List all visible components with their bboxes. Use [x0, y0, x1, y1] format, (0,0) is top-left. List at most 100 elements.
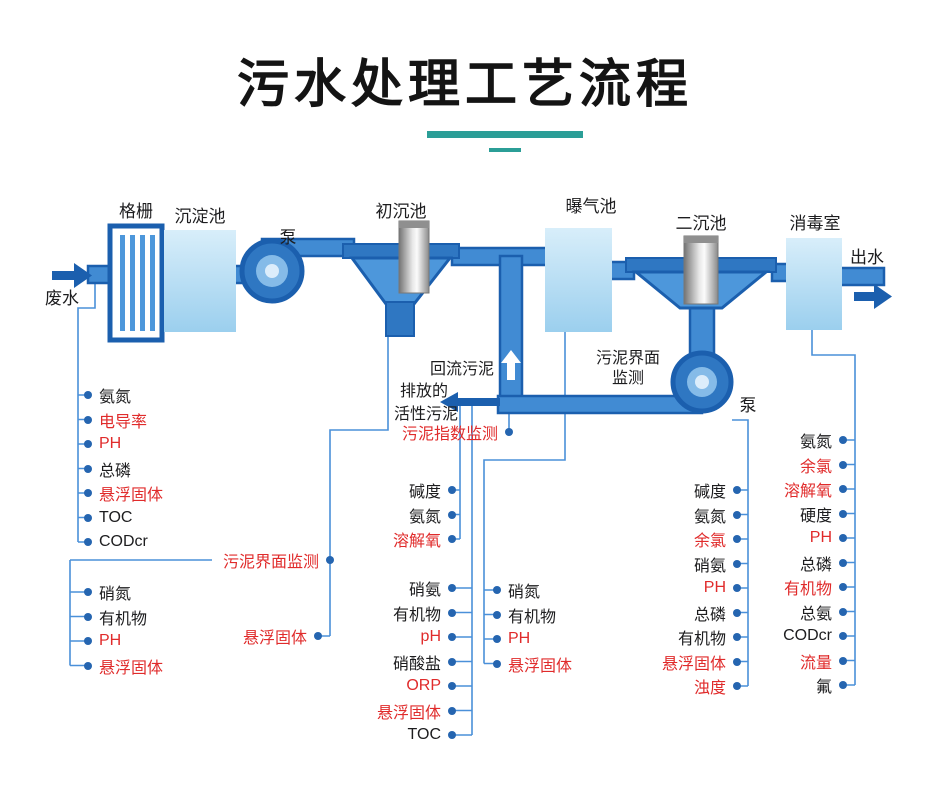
monitor-item-label: 悬浮固体: [661, 655, 726, 673]
label-sludge-interface-line2: 监测: [611, 370, 644, 387]
monitor-item: 有机物: [621, 625, 741, 650]
monitor-item: ORP: [336, 674, 456, 699]
label-pump-2: 泵: [739, 396, 757, 415]
inflow-arrow-icon: [52, 263, 92, 288]
monitor-item: 总磷: [84, 457, 204, 482]
monitor-item: TOC: [84, 506, 204, 531]
label-aeration-tank: 曝气池: [565, 197, 617, 216]
grid-screen: [107, 223, 165, 343]
label-outflow: 出水: [850, 248, 884, 267]
monitor-item-label: 总磷: [693, 606, 726, 624]
monitor-item-label: 有机物: [508, 608, 557, 626]
monitor-item: 氟: [727, 673, 847, 698]
label-inflow: 废水: [45, 289, 79, 308]
pump-2: [670, 350, 734, 414]
monitor-item-label: pH: [420, 628, 441, 646]
label-return-sludge: 回流污泥: [430, 361, 495, 378]
label-grid: 格栅: [119, 202, 153, 221]
monitor-item-label: 有机物: [783, 581, 832, 599]
label-pump-1: 泵: [279, 228, 297, 247]
monitor-item-label: ORP: [406, 677, 441, 695]
secondary-center-cylinder: [683, 235, 719, 305]
label-discharge-line2: 活性污泥: [394, 406, 459, 423]
monitor-item: PH: [84, 432, 204, 457]
monitor-item-label: 硝氮: [99, 586, 132, 604]
connector-aeration: [483, 332, 566, 665]
monitor-item-label: 污泥界面监测: [222, 554, 319, 572]
monitor-item: 污泥界面监测: [214, 548, 334, 573]
monitor-item: 悬浮固体: [621, 650, 741, 675]
monitor-item-label: 悬浮固体: [508, 657, 573, 675]
monitor-item: 溶解氧: [727, 477, 847, 502]
monitor-item-label: 氨氮: [408, 508, 441, 526]
monitor-list-primary-effluent: 碱度氨氮溶解氧: [336, 478, 456, 552]
monitor-item-label: TOC: [407, 726, 441, 744]
primary-clarifier: [342, 220, 460, 337]
monitor-item: 氨氮: [84, 383, 204, 408]
monitor-item-label: 碱度: [408, 484, 441, 502]
grid-bars: [120, 235, 155, 331]
monitor-item-label: CODcr: [99, 533, 148, 551]
label-discharge-line1: 排放的: [400, 383, 449, 400]
label-primary-tank: 初沉池: [375, 202, 427, 221]
page-title: 污水处理工艺流程: [236, 56, 693, 114]
connector-primary-sludge: [69, 559, 212, 667]
monitor-item-label: 悬浮固体: [376, 704, 441, 722]
monitor-item: 悬浮固体: [493, 652, 613, 677]
monitor-item-label: 有机物: [99, 610, 148, 628]
monitor-item: 总氨: [727, 600, 847, 625]
monitor-item: 碱度: [621, 478, 741, 503]
monitor-item: 硝氮: [84, 580, 204, 605]
monitor-item-label: 总磷: [99, 462, 132, 480]
monitor-item-label: 有机物: [677, 631, 726, 649]
label-disinfection: 消毒室: [789, 214, 841, 233]
monitor-item: 硝酸盐: [336, 650, 456, 675]
monitor-item-label: 流量: [799, 654, 832, 672]
monitor-list-return-line: 硝氨有机物 pH 硝酸盐 ORP 悬浮固体 TOC: [336, 576, 456, 748]
connector-primary-effluent: [452, 401, 461, 540]
monitor-item-label: 硝氨: [693, 557, 726, 575]
monitor-item: CODcr: [84, 530, 204, 555]
monitor-item: 污泥指数监测: [393, 420, 513, 445]
title-underline: [427, 131, 583, 138]
monitor-item-label: 总氨: [799, 605, 832, 623]
pump-1: [239, 238, 305, 304]
title-underline-dash: [489, 148, 521, 152]
monitor-item-label: 余氯: [693, 533, 726, 551]
monitor-item: 氨氮: [621, 503, 741, 528]
monitor-item-label: 硝氮: [508, 584, 541, 602]
monitor-list-sludge-index: 污泥指数监测: [393, 420, 513, 445]
monitor-item-label: 悬浮固体: [242, 630, 307, 648]
monitor-item-label: 悬浮固体: [99, 659, 164, 677]
monitor-item: 有机物: [84, 605, 204, 630]
monitor-item: CODcr: [727, 624, 847, 649]
pipe-return-sludge: [496, 394, 704, 415]
monitor-item-label: 溶解氧: [783, 483, 832, 501]
sedimentation-tank: [164, 230, 236, 332]
pipe-return-riser: [498, 254, 524, 408]
monitor-item: 碱度: [336, 478, 456, 503]
monitor-item: 溶解氧: [336, 527, 456, 552]
monitor-list-excess-suspended: 悬浮固体: [202, 624, 322, 649]
primary-center-cylinder: [398, 220, 430, 294]
discharge-arrow-icon: [440, 392, 500, 412]
monitor-item-label: 总磷: [799, 556, 832, 574]
monitor-item-label: 有机物: [392, 606, 441, 624]
monitor-item: 悬浮固体: [336, 699, 456, 724]
monitor-item: 悬浮固体: [84, 654, 204, 679]
monitor-list-sludge-interface: 污泥界面监测: [214, 548, 334, 573]
monitor-item-label: 氟: [815, 679, 832, 697]
label-sludge-interface-line1: 污泥界面: [595, 350, 660, 367]
monitor-item-label: 氨氮: [693, 508, 726, 526]
monitor-item-label: 硝氨: [408, 582, 441, 600]
monitor-item: 有机物: [336, 601, 456, 626]
monitor-item: 流量: [727, 649, 847, 674]
monitor-item-label: 硬度: [799, 507, 832, 525]
monitor-item-label: 浊度: [693, 680, 726, 698]
monitor-item-label: TOC: [99, 508, 133, 526]
